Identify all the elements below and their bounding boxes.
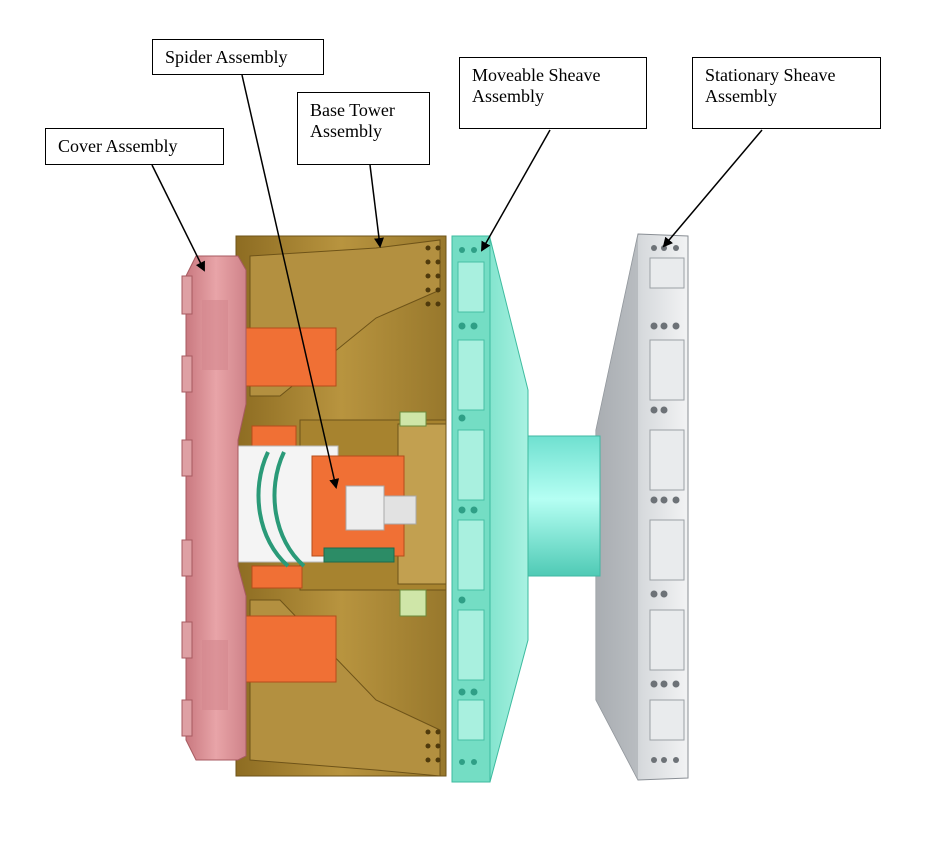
arrow-moveable-sheave [481,129,551,252]
arrow-spider [241,74,340,489]
arrow-base-tower [369,164,384,248]
arrow-cover [151,164,205,272]
moveable-sheave-assembly-label: Moveable Sheave Assembly [459,57,647,129]
moveable-sheave-assembly [451,235,529,783]
cover-assembly [181,255,247,761]
leader-arrows [151,74,763,489]
spider-assembly [227,327,417,683]
stationary-sheave-assembly [595,233,689,781]
stationary-sheave-assembly-label: Stationary Sheave Assembly [692,57,881,129]
spider-assembly-label: Spider Assembly [152,39,324,75]
base-tower-assembly-label: Base Tower Assembly [297,92,430,165]
arrow-stationary-sheave [662,129,763,248]
sheave-hub-shaft [519,435,601,577]
cover-assembly-label: Cover Assembly [45,128,224,165]
